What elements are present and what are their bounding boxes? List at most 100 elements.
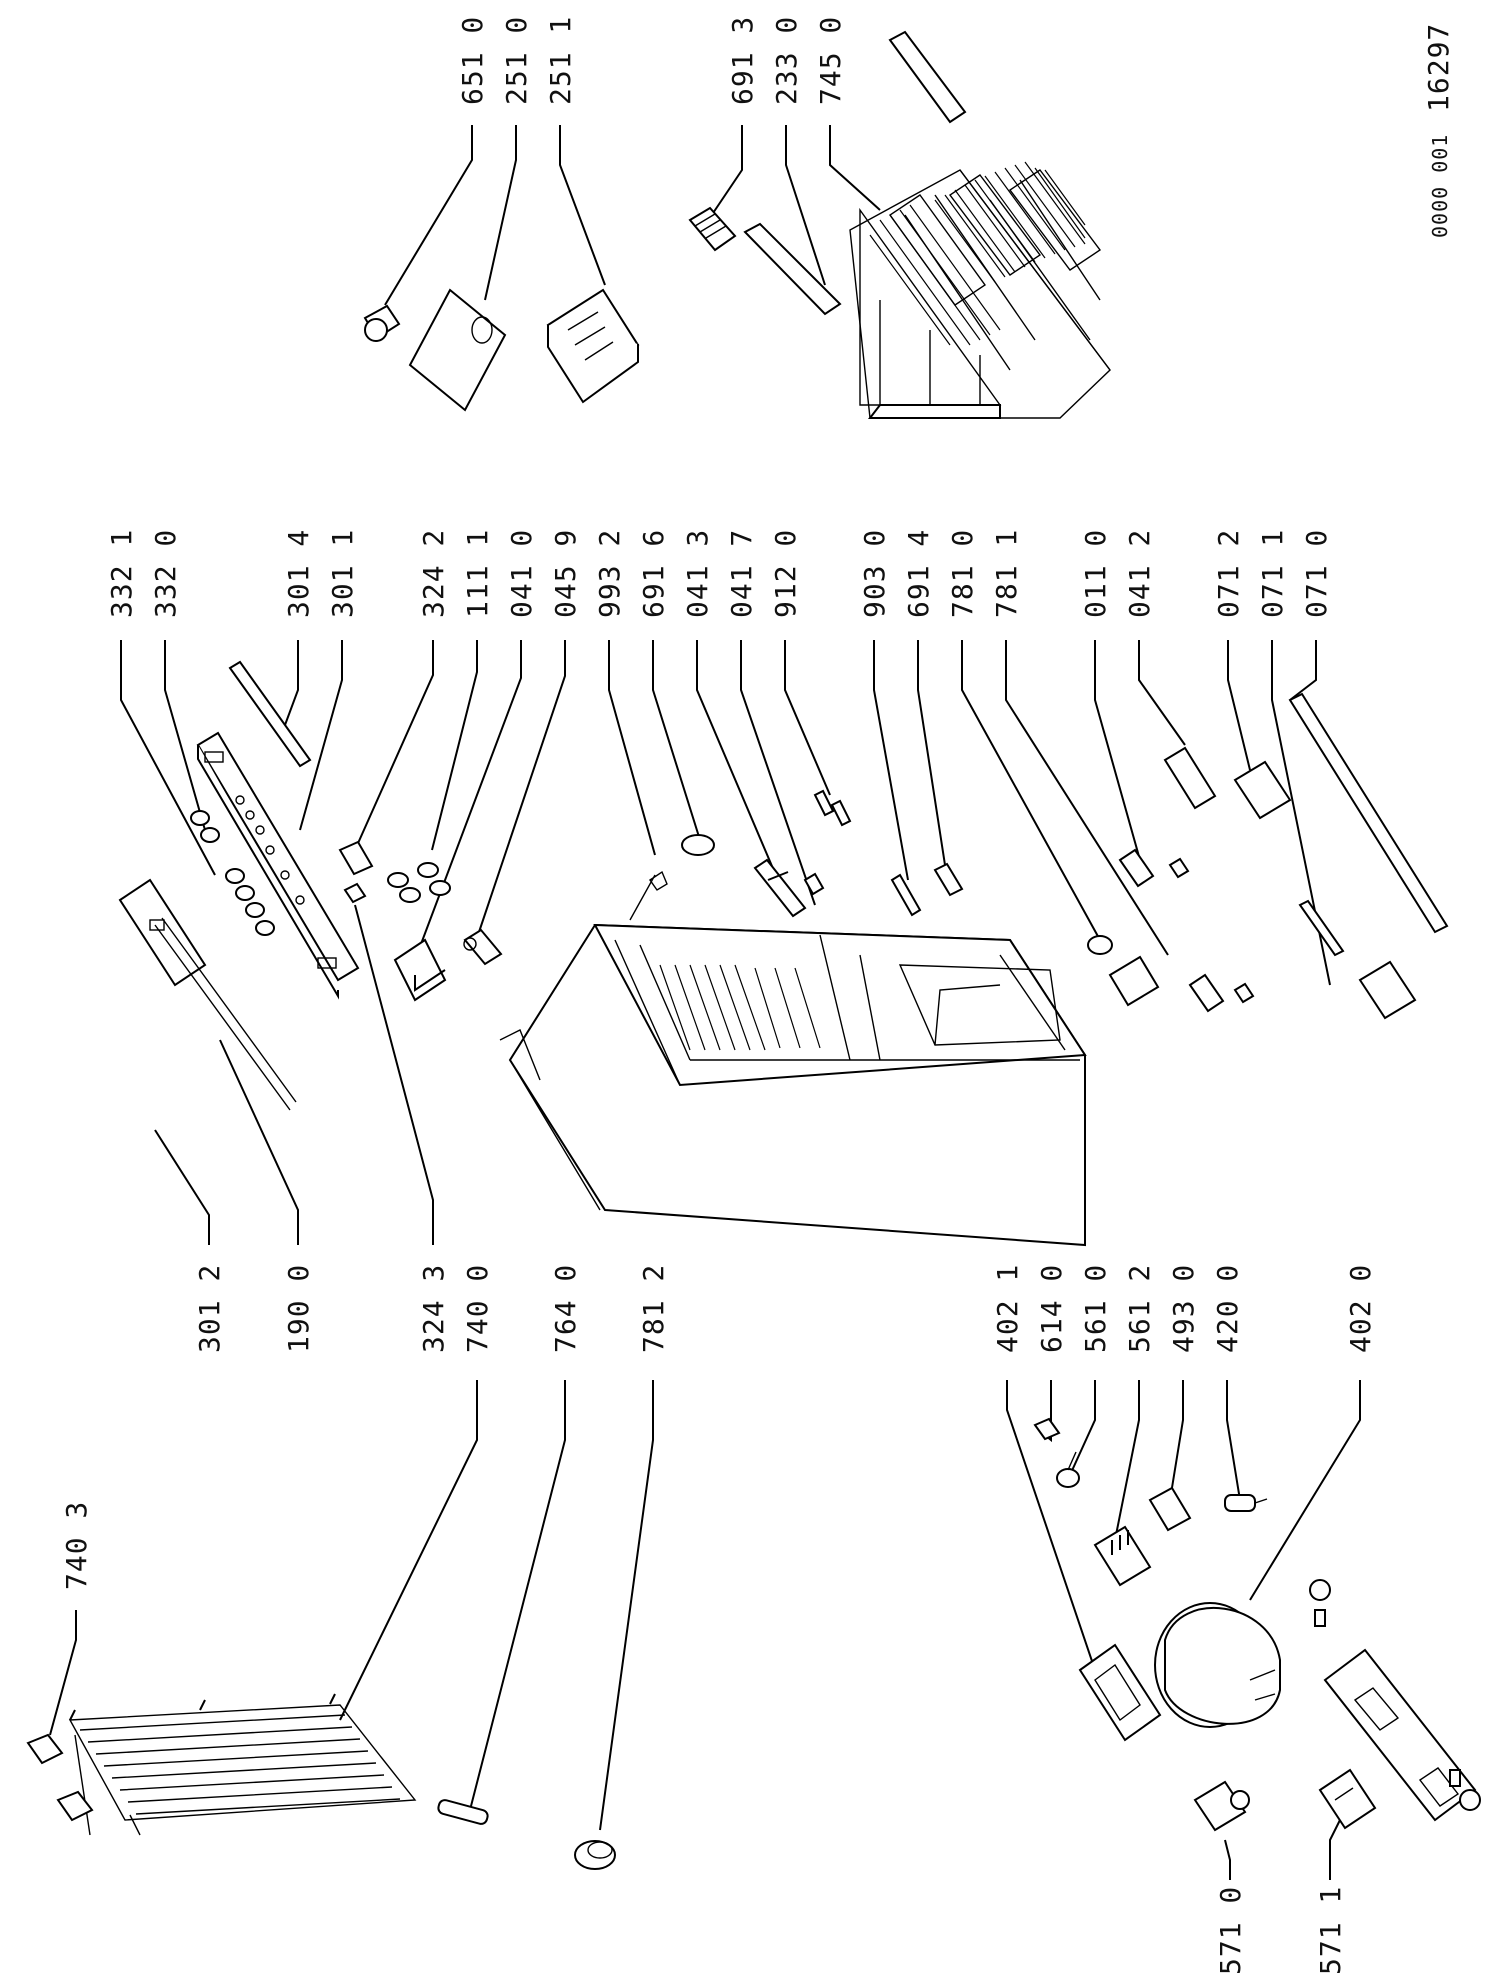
- screws-part-9120: [813, 789, 852, 827]
- callout-781-0: 781 0: [946, 529, 979, 618]
- parts-bottom-right: [1033, 1417, 1481, 1832]
- callout-301-2: 301 2: [193, 1264, 226, 1353]
- clip-part-3243: [343, 882, 367, 904]
- callout-420-0: 420 0: [1211, 1264, 1244, 1353]
- roller-part-7812: [574, 1840, 616, 1870]
- overload-part-5610: [1056, 1451, 1080, 1488]
- callout-614-0: 614 0: [1035, 1264, 1068, 1353]
- callouts-center: 332 1 332 0 301 4 301 1 324 2 111 1 041 …: [105, 529, 1333, 618]
- filter-drier-part: [437, 1799, 489, 1825]
- drawing-number: 16297: [1422, 23, 1455, 112]
- hinge-bracket-part-0413: [753, 858, 807, 918]
- callouts-top-right: 651 0 251 0 251 1 691 3 233 0 745 0: [456, 16, 847, 105]
- callout-324-3: 324 3: [417, 1264, 450, 1353]
- callout-324-2: 324 2: [417, 529, 450, 618]
- callout-071-0: 071 0: [1300, 529, 1333, 618]
- hinge-part-0110: [1118, 848, 1190, 888]
- plate-part-3242: [338, 840, 374, 876]
- drawing-code: 0000 001: [1428, 134, 1452, 238]
- callout-402-0: 402 0: [1344, 1264, 1377, 1353]
- hinge-bracket-part-0412: [1163, 746, 1217, 810]
- shelf-rail-part: [743, 222, 842, 316]
- leaders-top-right: [384, 125, 881, 306]
- clip-part-6913: [688, 206, 737, 252]
- shelf-end-rail-part: [888, 30, 967, 124]
- bracket-part-5710: [1193, 1780, 1250, 1832]
- callout-561-2: 561 2: [1123, 1264, 1156, 1353]
- callout-071-1: 071 1: [1256, 529, 1289, 618]
- parts-left: [26, 1693, 616, 1870]
- hinge-pin-part-0417: [803, 872, 825, 896]
- relay-box-part-4930: [1148, 1486, 1192, 1532]
- callout-691-3: 691 3: [726, 16, 759, 105]
- callout-903-0: 903 0: [858, 529, 891, 618]
- callout-190-0: 190 0: [282, 1264, 315, 1353]
- callout-764-0: 764 0: [549, 1264, 582, 1353]
- callout-301-1: 301 1: [326, 529, 359, 618]
- lamp-bulb-part: [363, 304, 401, 342]
- parts-center: [118, 660, 1449, 1111]
- callout-251-0: 251 0: [500, 16, 533, 105]
- thermostat-part-4200: [1224, 1494, 1268, 1512]
- strip-part-0711: [1298, 899, 1345, 957]
- callout-571-0: 571 0: [1214, 1886, 1247, 1975]
- callout-993-2: 993 2: [593, 529, 626, 618]
- support-part-7811: [1108, 955, 1160, 1007]
- knobs-part-3321: [225, 868, 275, 936]
- long-strip-part-0710: [1288, 692, 1449, 934]
- callout-011-0: 011 0: [1079, 529, 1112, 618]
- callout-691-4: 691 4: [902, 529, 935, 618]
- callout-740-3-group: 740 3: [49, 1501, 93, 1736]
- leaders-left: [154, 904, 654, 1831]
- bracket-part-0410: [393, 938, 447, 1002]
- control-panel-part: [196, 731, 360, 1000]
- compressor-part: [1154, 1602, 1281, 1728]
- relay-part-6140: [1033, 1417, 1061, 1441]
- sensor-wire-part: [629, 870, 668, 921]
- cabinet-part: [499, 923, 1087, 1247]
- callout-912-0: 912 0: [769, 529, 802, 618]
- callout-651-0: 651 0: [456, 16, 489, 105]
- parts-top-right: [363, 30, 1111, 419]
- cover-part-4021: [1078, 1643, 1162, 1742]
- callout-332-1: 332 1: [105, 529, 138, 618]
- leaders-center: [120, 640, 1331, 986]
- callout-301-4: 301 4: [282, 529, 315, 618]
- bracket-part-7403: [26, 1733, 94, 1822]
- callout-781-2: 781 2: [637, 1264, 670, 1353]
- callout-571-1: 571 1: [1314, 1886, 1347, 1975]
- callout-045-9: 045 9: [549, 529, 582, 618]
- callouts-bottom-right: 402 1 614 0 561 0 561 2 493 0 420 0 402 …: [991, 1264, 1377, 1975]
- strip-part-9030: [890, 873, 922, 917]
- foot-part-7810: [1087, 935, 1113, 955]
- callout-332-0: 332 0: [149, 529, 182, 618]
- callout-745-0: 745 0: [814, 16, 847, 105]
- panel-part-3012: [118, 878, 207, 987]
- base-plate-part: [1309, 1579, 1481, 1822]
- callout-041-7: 041 7: [725, 529, 758, 618]
- strip-part-1900: [154, 917, 297, 1111]
- knobs-part-3320: [190, 810, 220, 843]
- callout-740-0: 740 0: [461, 1264, 494, 1353]
- lamp-housing-part: [546, 288, 640, 404]
- condenser-coil-part: [68, 1693, 417, 1836]
- round-cap-part: [681, 834, 715, 856]
- clip-part-6914: [933, 862, 964, 897]
- callout-041-3: 041 3: [681, 529, 714, 618]
- callout-402-1: 402 1: [991, 1264, 1024, 1353]
- callout-561-0: 561 0: [1079, 1264, 1112, 1353]
- wire-shelf-part: [849, 161, 1111, 419]
- callout-493-0: 493 0: [1167, 1264, 1200, 1353]
- lamp-cover-part: [408, 288, 507, 412]
- knob-caps-part: [387, 862, 451, 903]
- callout-041-0: 041 0: [505, 529, 538, 618]
- callout-781-1: 781 1: [990, 529, 1023, 618]
- foot-cover-part-lower: [1358, 960, 1417, 1020]
- lamp-holder-part: [463, 928, 503, 966]
- callout-691-6: 691 6: [637, 529, 670, 618]
- callout-251-1: 251 1: [544, 16, 577, 105]
- callout-071-2: 071 2: [1212, 529, 1245, 618]
- callouts-left: 301 2 190 0 324 3 740 0 764 0 781 2: [193, 1264, 670, 1353]
- leaders-bottom-right: [1006, 1380, 1361, 1880]
